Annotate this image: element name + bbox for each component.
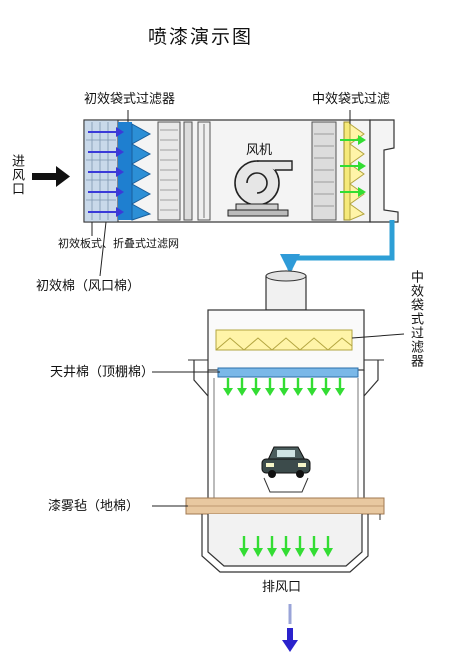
medium-bag-filter-top-label: 中效袋式过滤	[312, 92, 391, 107]
primary-plate-filter-label: 初效板式、折叠式过滤网	[58, 237, 179, 250]
paint-booth	[185, 270, 385, 573]
inlet-arrow-icon	[32, 166, 70, 187]
car-icon	[261, 446, 311, 493]
inlet-label: 进风口	[9, 154, 24, 196]
ceiling-cotton-label: 天井棉（顶棚棉）	[50, 365, 155, 380]
primary-cotton-label: 初效棉（风口棉）	[36, 279, 141, 294]
medium-filter-arrows	[340, 135, 366, 197]
ceiling-downflow-arrows	[223, 378, 345, 396]
exhaust-arrow-icon	[282, 604, 298, 652]
floor-downflow-arrows	[239, 536, 333, 557]
fan-icon	[227, 160, 293, 217]
leader-lines	[91, 110, 405, 507]
primary-bag-filter-label: 初效袋式过滤器	[84, 92, 176, 107]
paint-mist-felt-label: 漆雾毡（地棉）	[48, 499, 140, 514]
inflow-arrows	[88, 127, 124, 217]
medium-bag-filter-side-label: 中效袋式过滤器	[408, 270, 423, 368]
air-handling-unit	[83, 119, 399, 223]
page-title: 喷漆演示图	[148, 26, 254, 48]
fan-label: 风机	[246, 143, 273, 158]
supply-duct	[280, 220, 395, 274]
exhaust-label: 排风口	[262, 580, 302, 595]
